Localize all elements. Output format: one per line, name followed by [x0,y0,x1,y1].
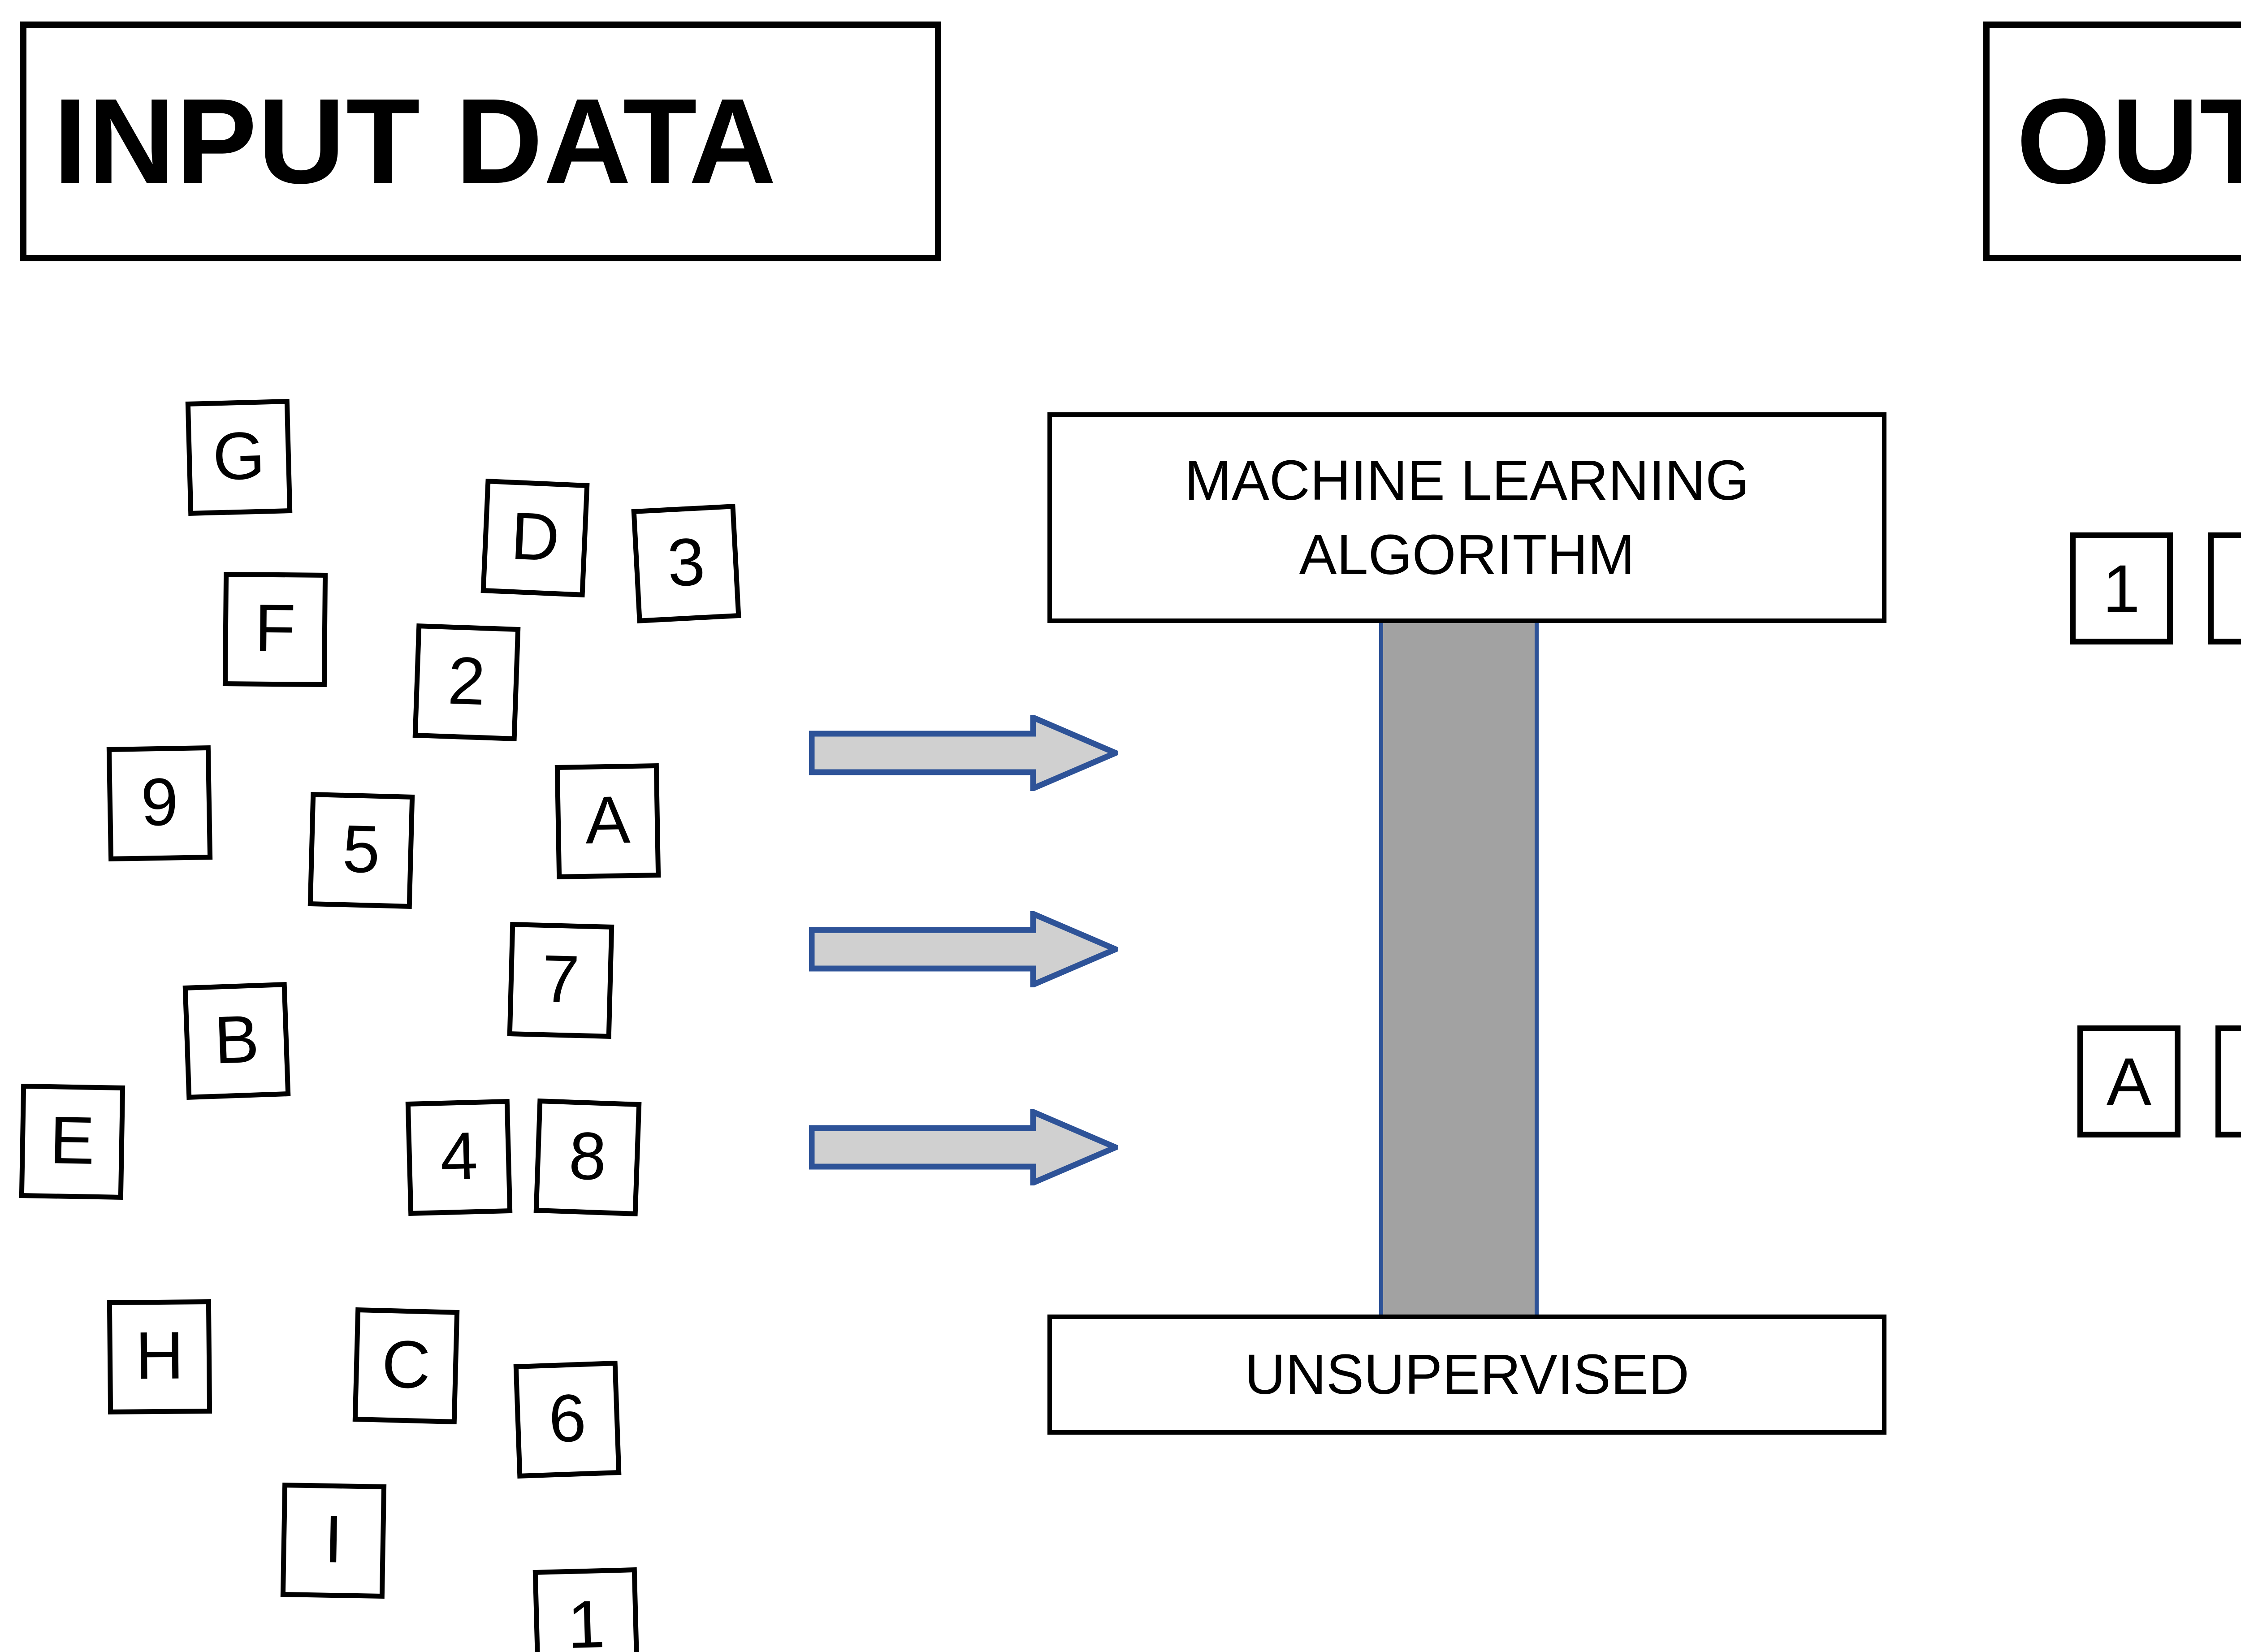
input-token-card: 3 [631,504,741,623]
algorithm-line-1: MACHINE LEARNING [1184,448,1750,512]
output-token-card: A [2077,1025,2180,1137]
output-token-card: 2 [2208,532,2241,644]
input-token-label: F [254,590,296,666]
input-token-card: C [352,1307,460,1424]
input-token-label: D [509,497,561,575]
input-feed-arrow-1 [809,715,1118,791]
algorithm-mode-connector-bar [1379,619,1539,1319]
output-token-card: B [2215,1025,2241,1137]
input-token-card: D [480,479,590,597]
input-token-label: 6 [547,1380,588,1456]
arrow-right-icon [809,1109,1118,1185]
input-token-label: A [584,781,631,858]
input-data-title-box: INPUT DATA [20,22,941,261]
input-token-label: 3 [665,523,707,601]
input-token-label: 9 [140,763,179,840]
input-token-card: 8 [533,1098,642,1216]
input-feed-arrow-2 [809,911,1118,987]
algorithm-line-2: ALGORITHM [1299,523,1635,586]
input-token-card: I [280,1482,387,1599]
input-token-card: G [185,399,293,516]
input-token-label: 7 [541,940,581,1017]
input-token-card: 1 [532,1567,640,1652]
learning-mode-box: UNSUPERVISED [1047,1315,1886,1435]
input-token-card: 9 [106,745,213,862]
input-token-card: F [222,571,328,688]
input-token-card: H [107,1299,212,1415]
input-token-label: 1 [566,1586,606,1652]
input-token-label: 8 [567,1117,608,1194]
input-token-label: 5 [342,810,381,887]
input-token-label: 2 [446,642,487,719]
input-token-label: B [212,1000,260,1078]
output-token-card: 1 [2070,532,2173,644]
input-token-label: E [49,1102,95,1178]
learning-mode-label: UNSUPERVISED [1245,1343,1689,1406]
input-token-label: I [323,1501,344,1577]
input-token-card: 2 [412,623,521,741]
input-token-label: 4 [439,1117,479,1194]
machine-learning-algorithm-box: MACHINE LEARNING ALGORITHM [1047,412,1886,623]
output-data-title-box: OUTPUT DATA [1983,22,2241,261]
input-token-card: E [19,1083,125,1200]
output-data-title-text: OUTPUT DATA [2016,74,2241,209]
output-token-label: A [2106,1044,2152,1119]
input-feed-arrow-3 [809,1109,1118,1185]
arrow-right-icon [809,911,1118,987]
input-data-title-text: INPUT DATA [53,74,777,209]
input-token-card: 4 [405,1099,513,1216]
input-token-label: G [212,417,266,494]
input-token-card: 6 [513,1361,622,1479]
input-token-label: C [381,1326,432,1402]
arrow-right-icon [809,715,1118,791]
input-token-card: B [182,982,291,1100]
input-token-card: A [554,763,661,880]
input-token-card: 7 [507,922,614,1039]
output-token-label: 1 [2103,551,2140,626]
input-token-card: 5 [307,792,415,909]
input-token-label: H [135,1317,184,1393]
